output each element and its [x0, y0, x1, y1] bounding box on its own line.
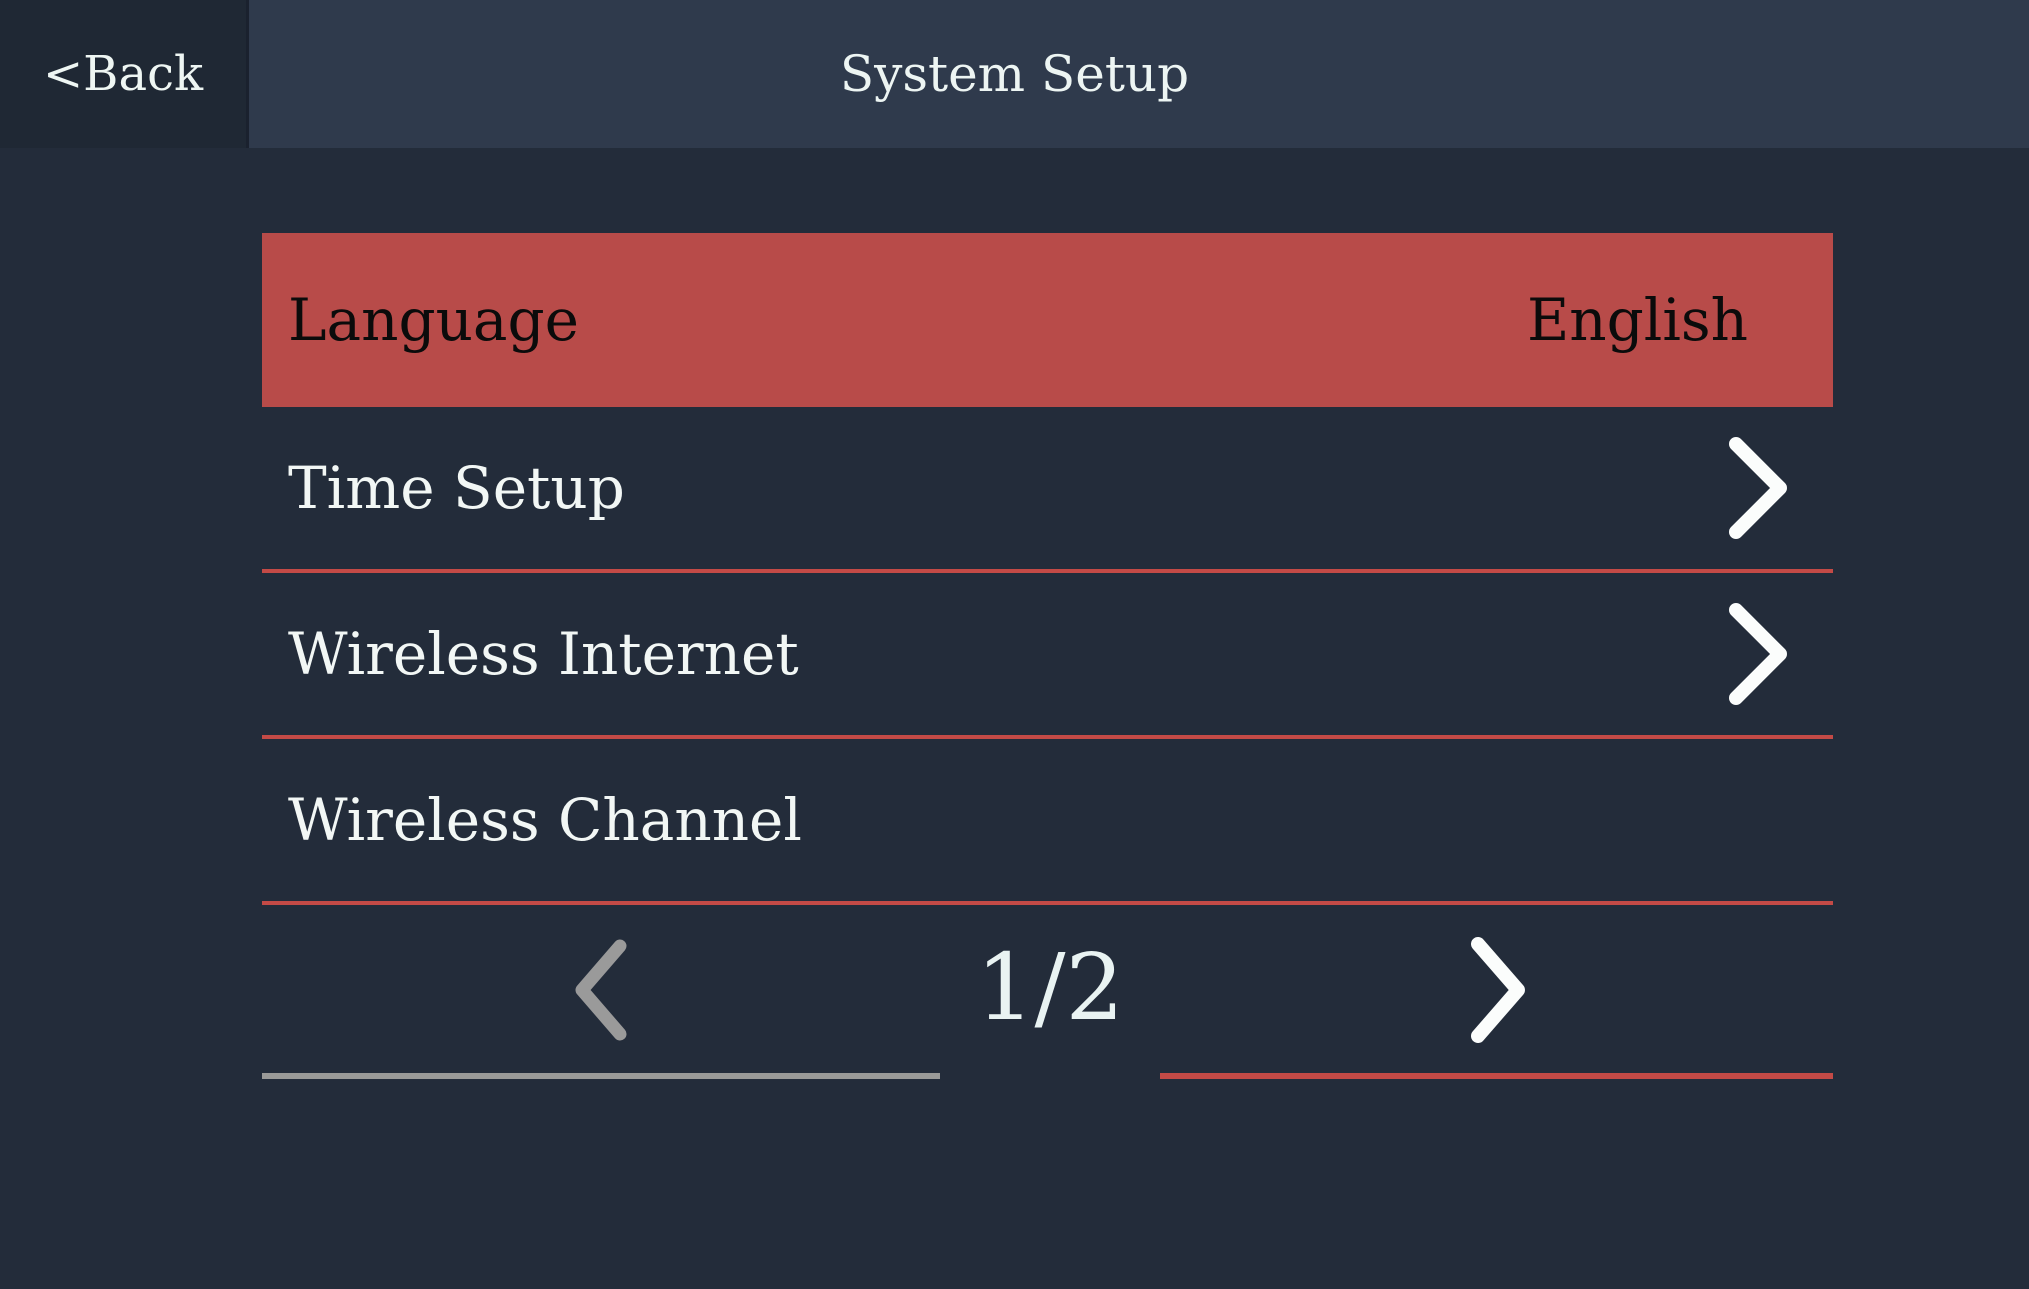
chevron-right-icon [1729, 603, 1787, 705]
chevron-left-icon [575, 939, 627, 1040]
menu-item-wireless-internet[interactable]: Wireless Internet [262, 573, 1833, 739]
pagination: 1/2 [262, 906, 1833, 1079]
menu-item-label: Wireless Channel [288, 786, 802, 854]
back-button[interactable]: <Back [0, 0, 249, 148]
page-title: System Setup [839, 45, 1190, 103]
chevron-right-icon [1729, 437, 1787, 539]
menu-item-value: English [1526, 286, 1748, 354]
header-bar: System Setup <Back [0, 0, 2029, 148]
menu-item-label: Time Setup [288, 454, 625, 522]
menu-item-label: Wireless Internet [288, 620, 799, 688]
menu-item-language[interactable]: Language English [262, 233, 1833, 407]
menu-item-time-setup[interactable]: Time Setup [262, 407, 1833, 573]
menu-item-wireless-channel[interactable]: Wireless Channel [262, 739, 1833, 905]
next-page-button[interactable] [1160, 906, 1833, 1079]
back-button-label: <Back [42, 46, 204, 102]
prev-page-button[interactable] [262, 906, 940, 1079]
chevron-right-icon [1470, 936, 1525, 1043]
page-indicator: 1/2 [975, 933, 1125, 1041]
settings-menu: Language English Time Setup Wireless Int… [262, 233, 1833, 905]
menu-item-label: Language [288, 286, 579, 354]
